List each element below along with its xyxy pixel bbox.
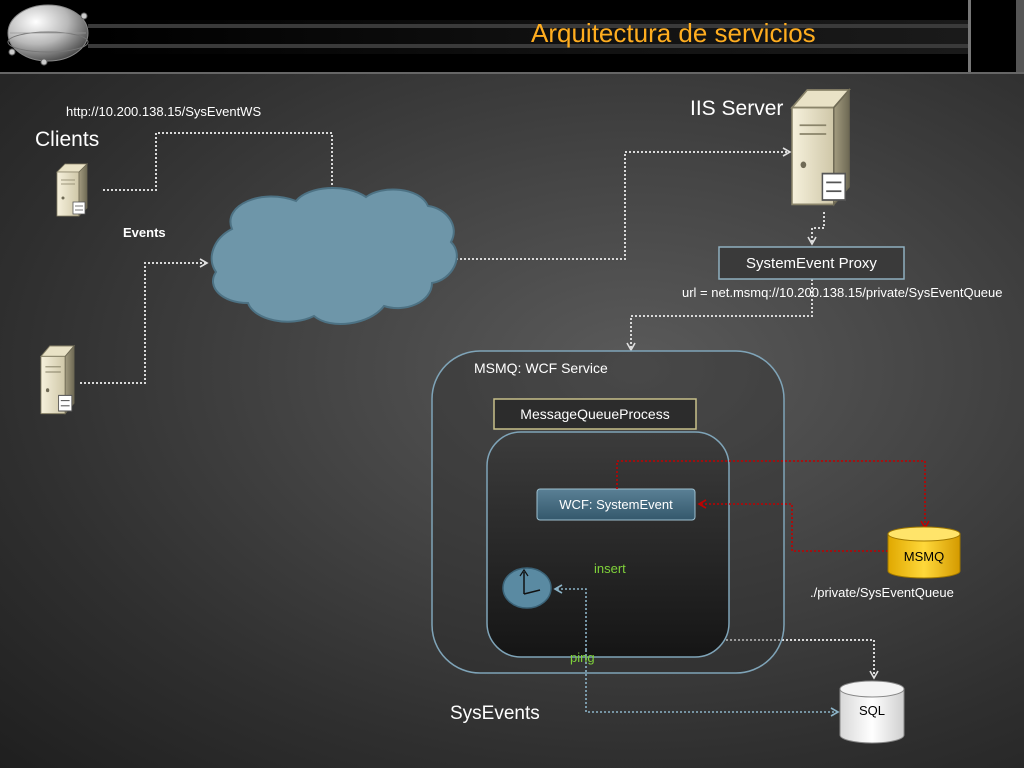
event-to-msmq-flow <box>616 460 930 530</box>
iis-server-icon <box>790 88 851 206</box>
sql-label: SQL <box>858 702 885 718</box>
system-event-box <box>536 488 696 521</box>
events-label: Events <box>123 225 166 240</box>
proxy-label: SystemEvent Proxy <box>746 254 877 272</box>
logo-sphere-icon <box>7 4 89 66</box>
cloud-icon <box>210 187 458 325</box>
queue-path-label: ./private/SysEventQueue <box>810 585 954 600</box>
ping-to-timer-flow <box>553 584 587 650</box>
client-server-icon <box>40 345 75 415</box>
proxy-url-label: url = net.msmq://10.200.138.15/private/S… <box>682 285 1003 300</box>
insert-label: insert <box>594 561 626 576</box>
process-container <box>486 431 730 658</box>
header-edge <box>1016 0 1024 73</box>
header-underline <box>0 72 1024 74</box>
proxy-box <box>718 246 905 280</box>
header-divider <box>968 0 971 73</box>
cloud-to-iis-connector <box>456 147 792 260</box>
iis-server-label: IIS Server <box>690 97 784 120</box>
slide-title: Arquitectura de servicios <box>531 18 816 48</box>
clock-icon <box>502 567 552 609</box>
iis-to-proxy-connector <box>807 212 825 246</box>
client2-to-cloud-connector <box>80 258 209 384</box>
header-stripe <box>88 24 968 28</box>
process-label: MessageQueueProcess <box>520 406 670 422</box>
wcf-service-label: MSMQ: WCF Service <box>474 360 608 376</box>
sysevents-label: SysEvents <box>450 703 540 724</box>
database-icon <box>839 680 905 744</box>
ping-label: ping <box>570 650 595 665</box>
client-server-icon <box>56 163 88 217</box>
msmq-to-event-flow <box>697 499 888 552</box>
message-queue-process-box <box>493 398 697 430</box>
clients-label: Clients <box>35 128 100 151</box>
client-url-label: http://10.200.138.15/SysEventWS <box>66 104 262 119</box>
client-to-cloud-connector <box>103 132 337 198</box>
header-stripe <box>88 44 968 48</box>
ping-to-sql-flow <box>585 650 840 717</box>
system-event-label: WCF: SystemEvent <box>559 497 673 512</box>
msmq-label: MSMQ <box>903 548 945 564</box>
queue-cylinder-icon <box>887 526 961 579</box>
